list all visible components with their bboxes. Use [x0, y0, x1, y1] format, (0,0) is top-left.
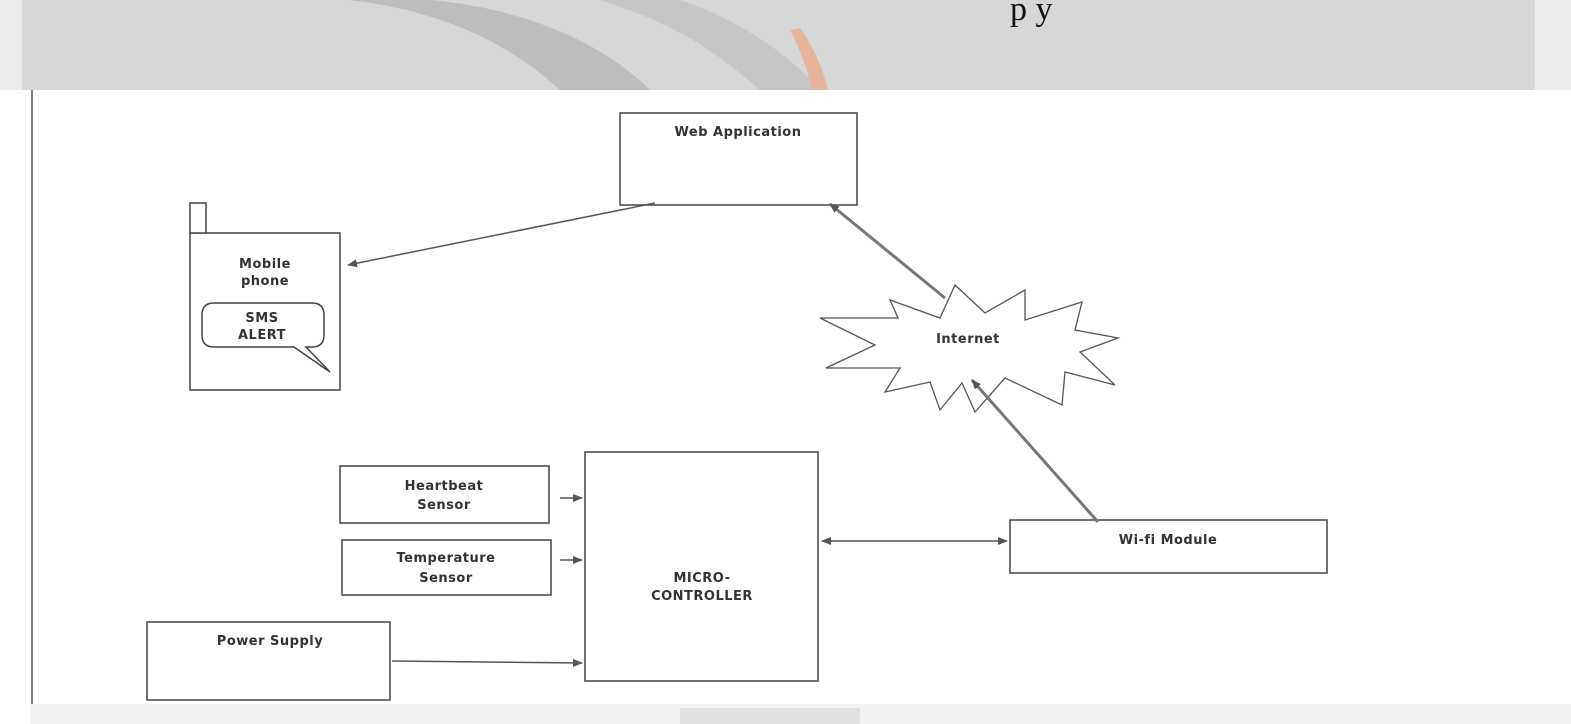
watermark-accent — [790, 28, 828, 90]
mobile-phone-node: Mobile phone SMS ALERT — [189, 202, 341, 391]
microcontroller-node: MICRO- CONTROLLER — [584, 451, 819, 682]
temperature-sensor-line2: Sensor — [419, 571, 473, 586]
arrow-webapp-to-mobile — [347, 202, 656, 268]
temperature-sensor-line1: Temperature — [396, 551, 495, 566]
microcontroller-line1: MICRO- — [673, 571, 730, 586]
temperature-sensor-box — [341, 539, 552, 596]
mobile-phone-antenna — [189, 202, 207, 234]
wifi-module-label: Wi-fi Module — [1119, 533, 1218, 548]
arrow-power-to-mcu — [391, 658, 583, 667]
arrow-wifi-to-internet — [970, 379, 1100, 523]
heartbeat-sensor-node: Heartbeat Sensor — [339, 465, 550, 524]
wifi-module-node: Wi-fi Module — [1009, 519, 1328, 574]
watermark-swoosh-2 — [600, 0, 820, 90]
power-supply-node: Power Supply — [146, 621, 391, 701]
wifi-module-box — [1009, 519, 1328, 574]
footer-watermark — [680, 708, 860, 724]
power-supply-label: Power Supply — [217, 634, 323, 649]
web-application-node: Web Application — [619, 112, 858, 206]
web-application-box — [619, 112, 858, 206]
microcontroller-box — [584, 451, 819, 682]
heartbeat-sensor-box — [339, 465, 550, 524]
heartbeat-sensor-line2: Sensor — [417, 498, 471, 513]
sms-alert-line1: SMS — [245, 311, 278, 326]
temperature-sensor-node: Temperature Sensor — [341, 539, 552, 596]
sms-alert-bubble — [201, 302, 331, 373]
power-supply-box — [146, 621, 391, 701]
internet-node: Internet — [819, 283, 1121, 414]
mobile-phone-label-line2: phone — [241, 274, 289, 289]
internet-burst-shape — [819, 283, 1121, 414]
sms-alert-line2: ALERT — [238, 328, 286, 343]
web-application-label: Web Application — [675, 125, 802, 140]
heartbeat-sensor-line1: Heartbeat — [405, 479, 484, 494]
watermark-swoosh — [350, 0, 650, 90]
internet-label: Internet — [936, 332, 1000, 347]
microcontroller-line2: CONTROLLER — [651, 589, 753, 604]
mobile-phone-label-line1: Mobile — [239, 257, 291, 272]
arrow-internet-to-webapp — [829, 202, 946, 300]
header-text-fragment: p y — [1010, 0, 1053, 28]
header-band: p y — [0, 0, 1571, 90]
